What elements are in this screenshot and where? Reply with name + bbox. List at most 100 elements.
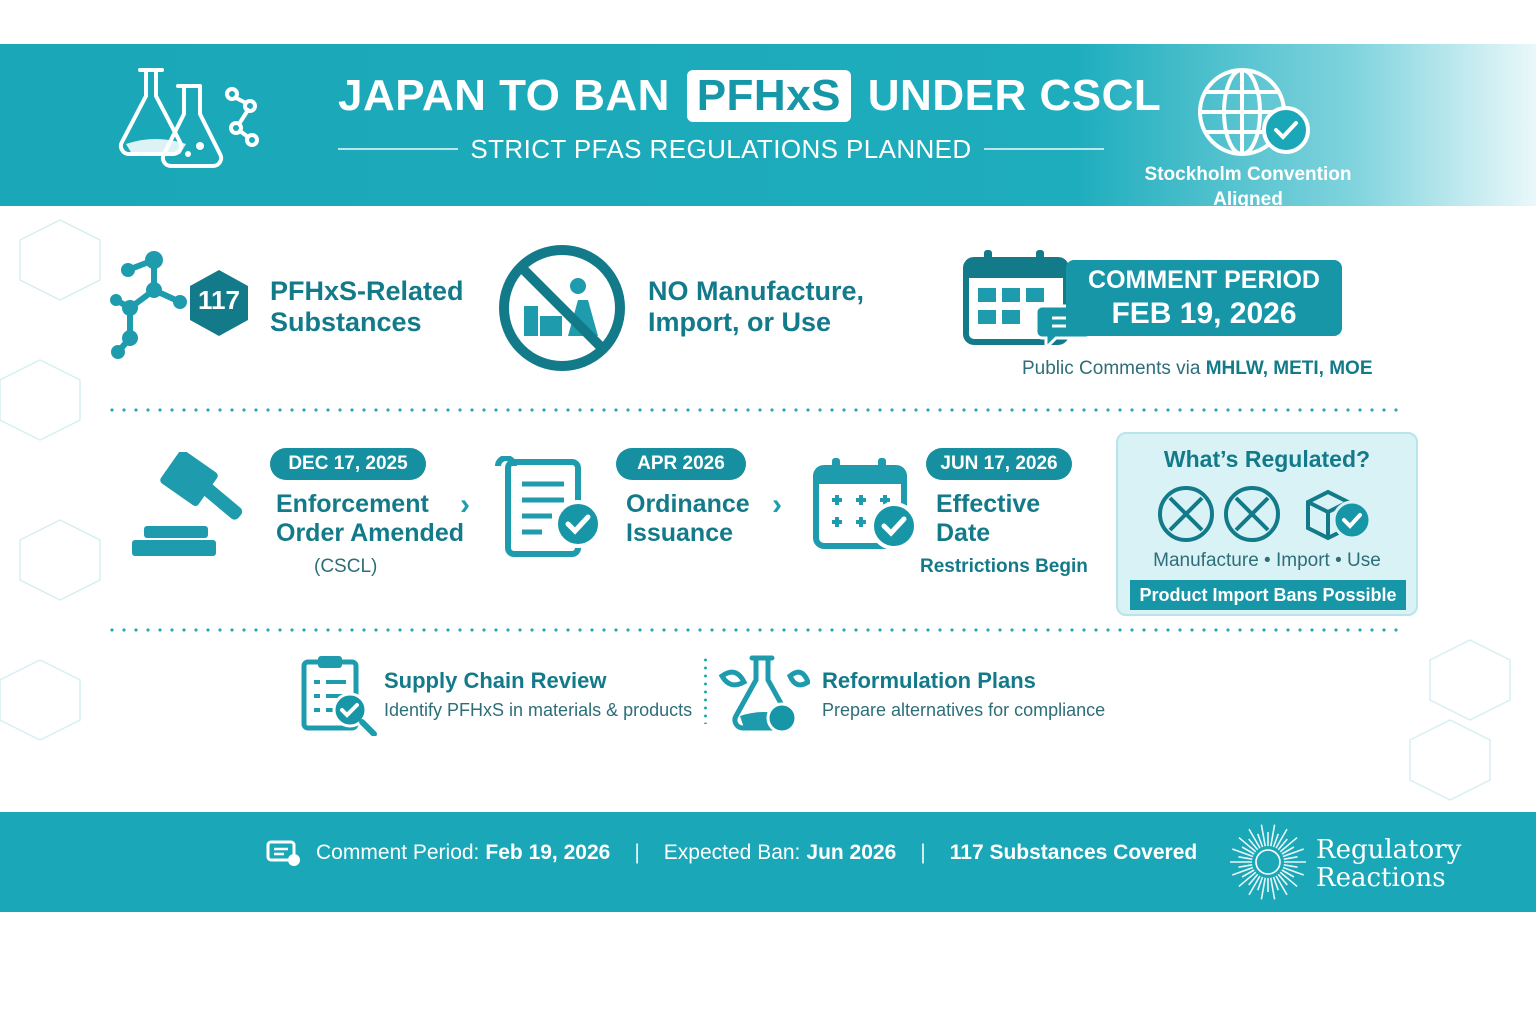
- divider-dotted-1: [106, 408, 1406, 412]
- calendar-comment-icon: [963, 250, 1094, 350]
- divider-dotted-2: [106, 628, 1406, 632]
- logo-ray: [1279, 836, 1298, 853]
- logo-ray: [1281, 846, 1295, 855]
- action-1-desc: Identify PFHxS in materials & products: [384, 700, 693, 720]
- regulated-title: What’s Regulated?: [1163, 446, 1371, 472]
- logo-ray: [1282, 848, 1304, 858]
- chevron-right-icon: ›: [460, 488, 470, 521]
- page-subtitle: STRICT PFAS REGULATIONS PLANNED: [470, 133, 972, 164]
- logo-ray: [1283, 856, 1298, 861]
- logo-ray: [1269, 824, 1276, 847]
- title-highlight: PFHxS: [686, 70, 852, 122]
- logo-ray: [1272, 876, 1280, 891]
- logo-ray: [1248, 875, 1261, 896]
- timeline-date-1: DEC 17, 2025: [270, 448, 426, 480]
- logo-ray: [1277, 873, 1288, 886]
- public-comments-agencies: MHLW, METI, MOE: [1205, 358, 1373, 379]
- public-comments-prefix: Public Comments via: [1022, 358, 1201, 379]
- logo-ray: [1277, 838, 1288, 851]
- timeline-step-2-line1: Ordinance: [626, 490, 750, 518]
- regulated-panel: What’s Regulated? Manufacture • Import •…: [1116, 432, 1418, 616]
- logo-ray: [1248, 828, 1261, 849]
- timeline-step-1: Enforcement Order Amended: [276, 490, 464, 548]
- logo-ray: [1275, 875, 1288, 896]
- regulated-ban-banner: Product Import Bans Possible: [1130, 580, 1406, 610]
- logo-ray: [1238, 871, 1257, 888]
- comment-icon: [266, 840, 300, 866]
- timeline-step-3-note: Restrictions Begin: [920, 556, 1088, 577]
- footer-comment-value: Feb 19, 2026: [485, 841, 611, 864]
- prohibition-line2: Import, or Use: [648, 307, 832, 337]
- prohibition-label: NO Manufacture, Import, or Use: [648, 276, 864, 338]
- globe-check-icon: [1198, 68, 1310, 156]
- timeline-date-3: JUN 17, 2026: [926, 448, 1072, 480]
- logo-ray: [1238, 836, 1257, 853]
- subtitle-rule-right: [983, 148, 1104, 150]
- footer-separator-1: |: [634, 841, 640, 864]
- calendar-check-icon: [813, 458, 918, 550]
- subtitle-row: STRICT PFAS REGULATIONS PLANNED: [338, 132, 1104, 166]
- logo-ray: [1272, 833, 1280, 848]
- timeline-step-1-note: (CSCL): [314, 556, 378, 577]
- gavel-icon: [132, 452, 243, 556]
- stockholm-line2: Aligned: [1213, 189, 1283, 210]
- subtitle-rule-left: [338, 148, 459, 150]
- logo-ray: [1241, 846, 1255, 855]
- footer-summary: Comment Period: Feb 19, 2026 | Expected …: [316, 838, 1197, 868]
- clipboard-checklist-icon: [301, 656, 377, 736]
- document-check-icon: [495, 456, 602, 557]
- title-prefix: JAPAN TO BAN: [338, 71, 670, 120]
- logo-ray: [1241, 869, 1255, 878]
- comment-period-label: COMMENT PERIOD: [1088, 266, 1320, 294]
- footer-ban-value: Jun 2026: [806, 841, 897, 864]
- action-1-title: Supply Chain Review: [384, 668, 607, 693]
- logo-ray: [1282, 866, 1304, 876]
- page-title: JAPAN TO BAN PFHxS UNDER CSCL: [338, 70, 1161, 122]
- timeline-step-2-line2: Issuance: [626, 519, 734, 547]
- flask-leaf-icon: [718, 655, 810, 734]
- public-comments-note: Public Comments via MHLW, METI, MOE: [1022, 358, 1373, 380]
- logo-ray: [1281, 869, 1295, 878]
- prohibition-line1: NO Manufacture,: [648, 276, 865, 306]
- logo-ray: [1238, 863, 1253, 868]
- footer-substances: 117 Substances Covered: [949, 841, 1198, 864]
- footer-ban-label: Expected Ban:: [663, 841, 801, 864]
- logo-ray: [1238, 856, 1253, 861]
- logo-ray: [1248, 873, 1259, 886]
- logo-ray: [1256, 876, 1264, 891]
- timeline-step-1-line1: Enforcement: [276, 490, 429, 518]
- logo-ray: [1232, 848, 1254, 858]
- background-molecule-right: [1409, 639, 1511, 801]
- sunburst-logo-icon: [1230, 824, 1306, 900]
- stockholm-badge: Stockholm Convention Aligned: [1128, 162, 1368, 212]
- logo-ray: [1232, 866, 1254, 876]
- brand-line1: Regulatory: [1316, 835, 1462, 865]
- timeline-step-3-line1: Effective: [936, 490, 1041, 518]
- timeline-step-1-line2: Order Amended: [276, 519, 465, 547]
- comment-period-date: FEB 19, 2026: [1111, 297, 1297, 330]
- logo-ray: [1275, 828, 1288, 849]
- substances-line2: Substances: [270, 307, 422, 337]
- flasks-molecule-icon: [118, 68, 259, 169]
- timeline-date-2: APR 2026: [616, 448, 746, 480]
- comment-period-card: COMMENT PERIOD FEB 19, 2026: [1066, 260, 1342, 336]
- logo-ray: [1283, 863, 1298, 868]
- hexagon-badge-icon: [190, 270, 248, 336]
- logo-ray: [1248, 838, 1259, 851]
- action-2-title: Reformulation Plans: [822, 668, 1036, 693]
- logo-ray: [1260, 824, 1267, 847]
- logo-ray: [1269, 877, 1276, 900]
- regulated-icons: [1158, 486, 1372, 542]
- substances-line1: PFHxS-Related: [270, 276, 464, 306]
- chevron-right-icon-2: ›: [772, 488, 782, 521]
- background-molecule-left: [0, 219, 101, 741]
- substance-count: 117: [198, 285, 240, 315]
- brand-line2: Reactions: [1316, 863, 1446, 893]
- brand-logo-text: Regulatory Reactions: [1316, 836, 1461, 892]
- action-divider: [704, 656, 707, 724]
- molecule-icon: [110, 251, 187, 359]
- footer-separator-2: |: [920, 841, 926, 864]
- regulated-items: Manufacture • Import • Use: [1153, 550, 1381, 571]
- logo-ray: [1260, 877, 1267, 900]
- timeline-step-3: Effective Date: [936, 490, 1040, 548]
